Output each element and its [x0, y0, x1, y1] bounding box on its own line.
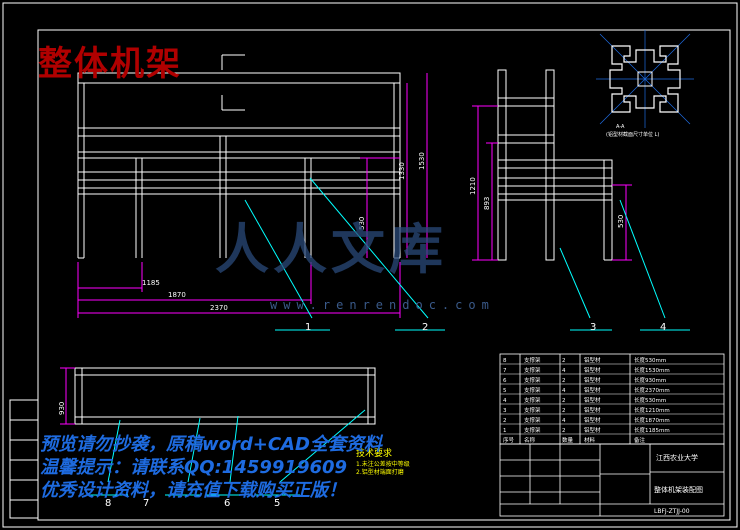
parts-cell-material: 铝型材 [584, 416, 601, 424]
parts-cell-qty: 4 [562, 418, 566, 424]
dim-side-height-1: 1210 [469, 177, 477, 195]
balloon-2: 2 [422, 322, 428, 333]
dim-front-width-2: 1870 [168, 291, 186, 299]
title-block-drawing-name: 整体机架装配图 [654, 485, 703, 494]
parts-header-no: 序号 [503, 436, 515, 444]
dim-front-width-3: 2370 [210, 304, 228, 312]
parts-cell-material: 铝型材 [584, 366, 601, 374]
balloon-labels: 1 2 3 4 5 6 7 8 [105, 322, 666, 509]
balloon-3: 3 [590, 322, 596, 333]
watermark-line-2: 温馨提示：请联系QQ:1459919609 [40, 457, 348, 478]
watermark-site: www.renrendoc.com [270, 298, 495, 312]
watermark-line-3: 优秀设计资料，请充值下载购买正版！ [40, 480, 346, 501]
tech-line-1: 1.未注公差按中等级 [356, 460, 410, 468]
dim-plan-height: 930 [58, 402, 66, 415]
parts-cell-note: 长度2370mm [634, 386, 670, 394]
parts-cell-qty: 2 [562, 428, 566, 434]
parts-cell-no: 3 [503, 408, 507, 414]
parts-cell-name: 支撑架 [524, 406, 541, 414]
leader-lines [90, 177, 690, 496]
parts-cell-material: 铝型材 [584, 426, 601, 434]
parts-cell-material: 铝型材 [584, 406, 601, 414]
plan-dimensions [60, 367, 75, 425]
parts-cell-note: 长度1185mm [634, 426, 670, 434]
parts-header-name: 名称 [524, 436, 536, 444]
profile-section [596, 30, 694, 128]
parts-cell-no: 5 [503, 388, 507, 394]
dim-side-height-3: 530 [617, 215, 625, 228]
parts-cell-name: 支撑架 [524, 376, 541, 384]
balloon-7: 7 [143, 498, 149, 509]
parts-cell-qty: 2 [562, 378, 566, 384]
watermark-line-1: 预览请勿抄袭，原稿word+CAD全套资料 [40, 434, 382, 455]
parts-cell-no: 7 [503, 368, 507, 374]
parts-header-material: 材料 [584, 436, 596, 444]
balloon-8: 8 [105, 498, 111, 509]
dim-front-width-1: 1185 [142, 279, 160, 287]
parts-cell-qty: 4 [562, 368, 566, 374]
parts-cell-material: 铝型材 [584, 356, 601, 364]
balloon-6: 6 [224, 498, 230, 509]
parts-cell-note: 长度1870mm [634, 416, 670, 424]
parts-cell-name: 支撑架 [524, 366, 541, 374]
side-view [497, 69, 613, 261]
parts-cell-no: 6 [503, 378, 507, 384]
parts-cell-note: 长度930mm [634, 376, 666, 384]
watermark-logo: 人人文库 [215, 217, 447, 281]
balloon-4: 4 [660, 322, 666, 333]
parts-cell-name: 支撑架 [524, 416, 541, 424]
parts-cell-note: 长度1210mm [634, 406, 670, 414]
section-marker [221, 54, 245, 111]
parts-cell-no: 4 [503, 398, 507, 404]
parts-cell-name: 支撑架 [524, 386, 541, 394]
dim-front-height-2: 1530 [418, 152, 426, 170]
front-view [77, 72, 401, 259]
balloon-1: 1 [305, 322, 311, 333]
parts-cell-qty: 4 [562, 388, 566, 394]
section-note: (铝型材截面尺寸单位 L) [606, 131, 659, 138]
parts-cell-name: 支撑架 [524, 396, 541, 404]
parts-cell-material: 铝型材 [584, 396, 601, 404]
title-block-grid [499, 443, 725, 517]
side-dimensions [472, 105, 632, 261]
tech-title: 技术要求 [356, 447, 392, 459]
dim-side-height-2: 893 [483, 197, 491, 210]
left-title-column [9, 399, 39, 519]
parts-cell-qty: 2 [562, 358, 566, 364]
parts-cell-note: 长度1530mm [634, 366, 670, 374]
title-block-drawing-no: LBFJ-ZTJJ-00 [654, 508, 690, 515]
parts-cell-note: 长度530mm [634, 356, 666, 364]
front-dimensions [77, 73, 428, 318]
inner-border [37, 29, 731, 521]
dim-front-height-1: 1330 [398, 162, 406, 180]
section-label: A-A [616, 124, 625, 130]
parts-cell-material: 铝型材 [584, 376, 601, 384]
balloon-5: 5 [274, 498, 280, 509]
drawing-title: 整体机架 [38, 44, 182, 84]
parts-cell-note: 长度530mm [634, 396, 666, 404]
parts-header-qty: 数量 [562, 436, 574, 444]
parts-cell-name: 支撑架 [524, 426, 541, 434]
parts-header-note: 备注 [634, 436, 646, 444]
dim-front-height-3: 530 [358, 217, 366, 230]
parts-cell-qty: 2 [562, 398, 566, 404]
parts-cell-qty: 2 [562, 408, 566, 414]
plan-view [74, 367, 376, 425]
parts-cell-material: 铝型材 [584, 386, 601, 394]
parts-cell-no: 1 [503, 428, 507, 434]
tech-line-2: 2.铝型材端面打磨 [356, 468, 404, 476]
parts-cell-name: 支撑架 [524, 356, 541, 364]
parts-cell-no: 2 [503, 418, 507, 424]
title-block-school: 江西农业大学 [656, 453, 698, 462]
parts-cell-no: 8 [503, 358, 507, 364]
